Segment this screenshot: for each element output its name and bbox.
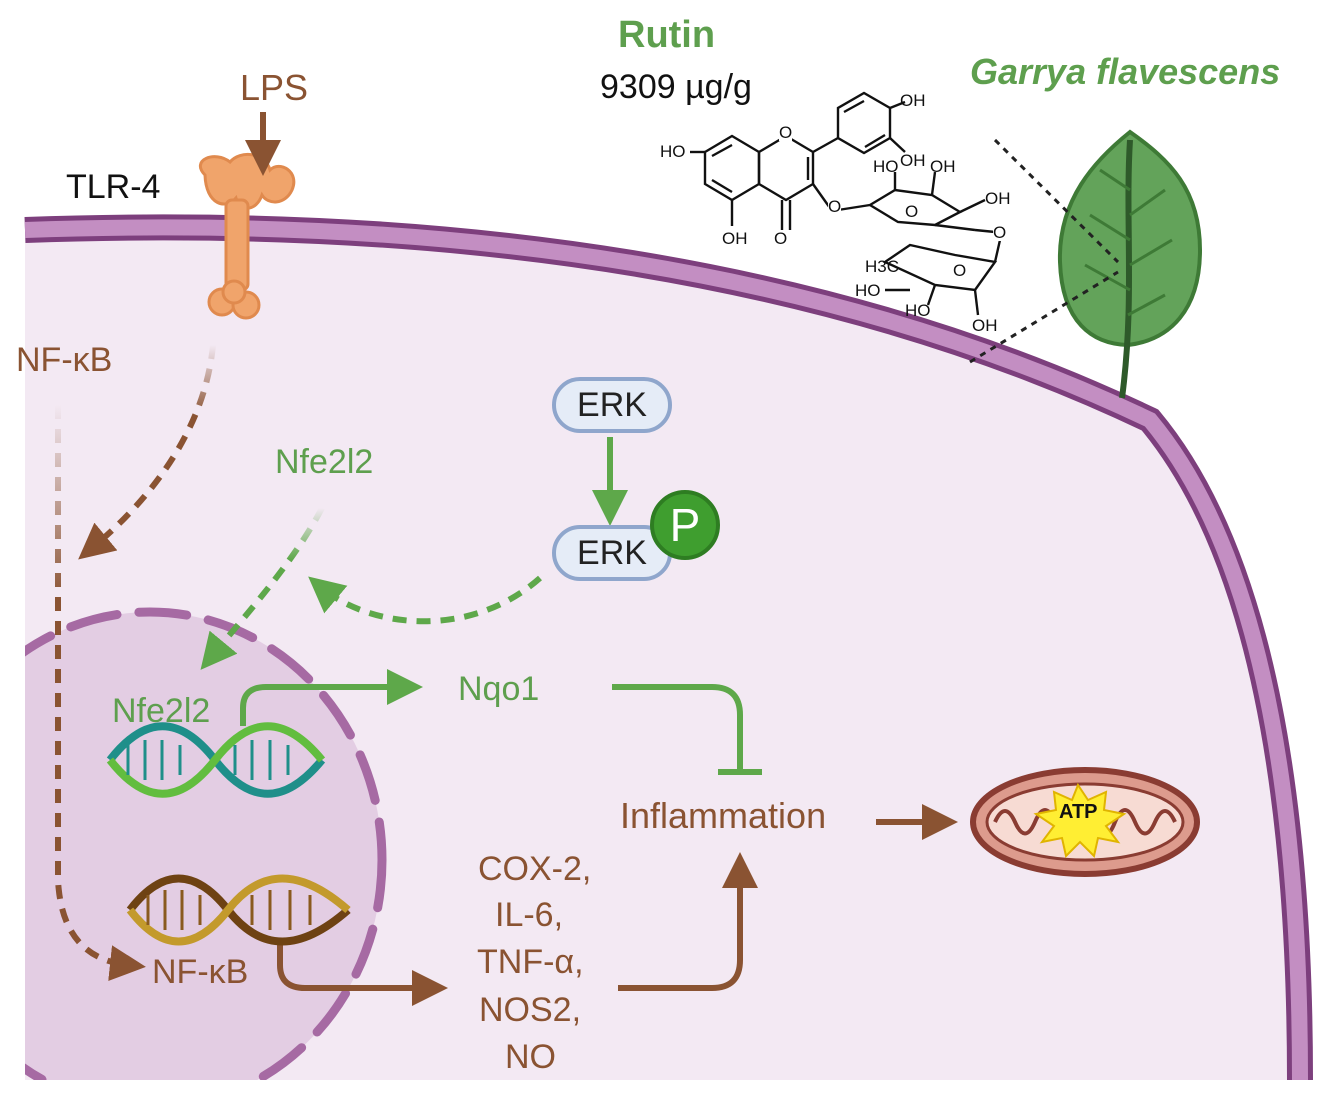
nucleus bbox=[25, 612, 382, 1081]
compound-name: Rutin bbox=[618, 14, 716, 56]
lps-label: LPS bbox=[240, 67, 309, 108]
atom-o: O bbox=[774, 229, 788, 248]
nfe2l2-nucleus-label: Nfe2l2 bbox=[112, 692, 211, 730]
inflammation-label: Inflammation bbox=[620, 795, 827, 836]
nfe2l2-cytoplasm-label: Nfe2l2 bbox=[275, 443, 374, 481]
mitochondrion-icon bbox=[970, 767, 1200, 877]
atom-oh: OH bbox=[930, 157, 956, 176]
dna-nfkb-icon bbox=[126, 874, 351, 946]
atom-oh: OH bbox=[972, 316, 998, 335]
atom-oh: OH bbox=[985, 189, 1011, 208]
tlr4-to-nfkb-arrow bbox=[78, 344, 216, 560]
nfkb-translocation-arrow bbox=[55, 405, 146, 981]
dna-nfe2l2-icon bbox=[106, 722, 326, 798]
leaf-icon bbox=[1057, 129, 1203, 399]
mediators-to-inflammation-arrow bbox=[618, 852, 758, 991]
atom-oh: OH bbox=[900, 91, 926, 110]
atom-ho: HO bbox=[873, 157, 899, 176]
erk-label: ERK bbox=[577, 385, 647, 424]
nqo1-label: Nqo1 bbox=[458, 670, 540, 708]
atom-ho: HO bbox=[905, 301, 931, 320]
atom-o: O bbox=[993, 223, 1007, 242]
mediator-no: NO bbox=[505, 1038, 556, 1076]
nqo1-inhibition bbox=[612, 684, 743, 770]
atom-oh: OH bbox=[722, 229, 748, 248]
phospho-badge: P bbox=[650, 490, 720, 560]
nfkb-nucleus-label: NF-κB bbox=[152, 953, 249, 991]
zoom-line-bottom bbox=[969, 270, 1119, 364]
atp-burst-icon bbox=[1033, 782, 1127, 858]
tlr4-receptor-icon bbox=[198, 153, 296, 320]
nfkb-cytoplasm-label: NF-κB bbox=[16, 341, 113, 379]
p-erk-label: ERK bbox=[577, 533, 647, 572]
mediator-nos2: NOS2, bbox=[479, 991, 582, 1029]
mediator-il6: IL-6, bbox=[495, 896, 564, 934]
atom-oh: OH bbox=[900, 151, 926, 170]
atom-ho: HO bbox=[855, 281, 881, 300]
atom-o: O bbox=[779, 123, 793, 142]
phospho-label: P bbox=[669, 499, 701, 551]
nfkb-to-mediators-arrow bbox=[277, 940, 448, 1006]
atom-o: O bbox=[828, 197, 842, 216]
plant-name: Garrya flavescens bbox=[970, 51, 1281, 92]
atp-label: ATP bbox=[1059, 801, 1098, 823]
atom-o: O bbox=[905, 202, 919, 221]
atom-o: O bbox=[953, 261, 967, 280]
nfe2l2-to-nqo1-arrow bbox=[240, 669, 423, 726]
rutin-structure bbox=[690, 91, 1002, 316]
mediator-tnfa: TNF-α, bbox=[477, 943, 584, 981]
mediator-cox2: COX-2, bbox=[478, 850, 592, 888]
compound-content: 9309 µg/g bbox=[600, 68, 752, 106]
nuclear-envelope bbox=[25, 607, 387, 1081]
atom-ch3: H3C bbox=[865, 257, 900, 276]
zoom-line-top bbox=[993, 138, 1120, 264]
tlr4-label: TLR-4 bbox=[66, 168, 161, 206]
erk-pill: ERK bbox=[552, 377, 672, 433]
atom-ho: HO bbox=[660, 142, 686, 161]
perk-to-nfe2l2-arrow bbox=[308, 575, 542, 625]
